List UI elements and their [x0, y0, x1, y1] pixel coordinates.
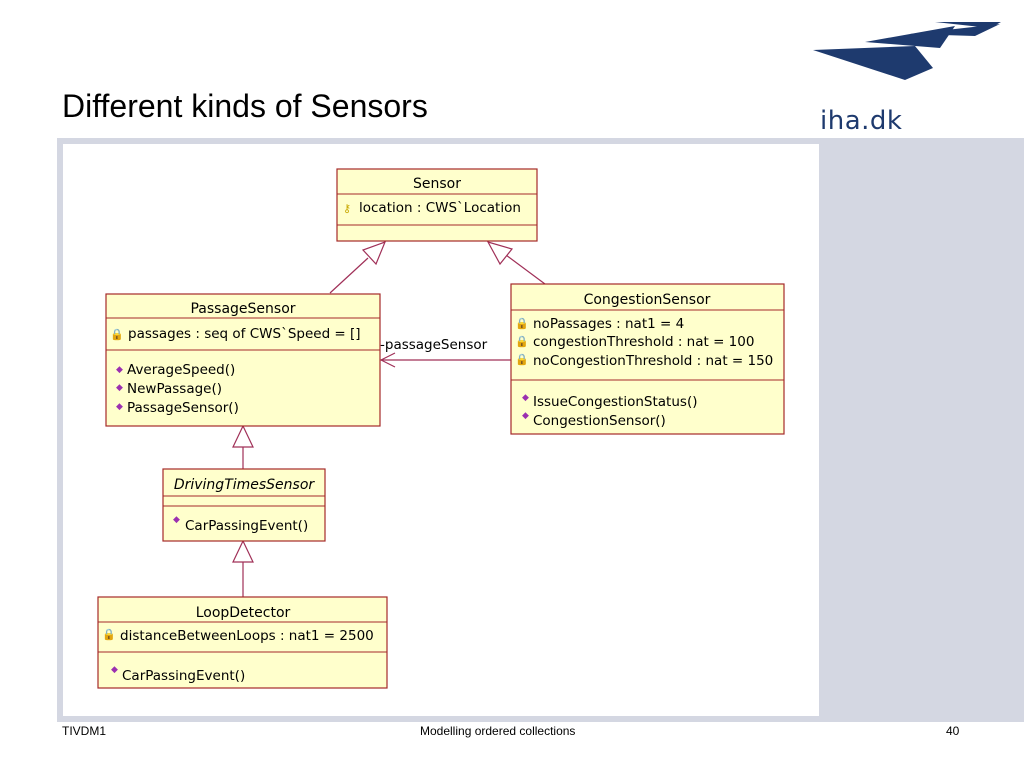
lock-icon: 🔒	[102, 628, 116, 641]
class-operation: CarPassingEvent()	[122, 668, 245, 684]
class-name: Sensor	[413, 176, 461, 192]
logo-text: iha.dk	[820, 106, 903, 136]
class-operation: NewPassage()	[127, 381, 222, 397]
lock-icon: 🔒	[110, 328, 124, 341]
key-icon: ⚷	[343, 203, 351, 215]
inheritance-arrow-passage	[361, 240, 387, 266]
class-attribute: passages : seq of CWS`Speed = []	[128, 326, 361, 342]
inheritance-arrow-driving	[232, 424, 254, 448]
class-attribute: distanceBetweenLoops : nat1 = 2500	[120, 628, 374, 644]
class-loop-detector[interactable]: LoopDetector 🔒 distanceBetweenLoops : na…	[97, 596, 388, 689]
footer-center: Modelling ordered collections	[420, 724, 576, 738]
slide-title: Different kinds of Sensors	[62, 88, 428, 124]
inheritance-edge-congestion	[505, 254, 546, 285]
class-attribute: location : CWS`Location	[359, 200, 521, 216]
class-name: LoopDetector	[196, 605, 291, 621]
class-passage-sensor[interactable]: PassageSensor 🔒 passages : seq of CWS`Sp…	[105, 293, 381, 427]
class-attribute: congestionThreshold : nat = 100	[533, 334, 754, 350]
inheritance-arrow-loop	[232, 539, 254, 563]
iha-logo	[813, 22, 1001, 80]
operation-icon: ◆	[116, 401, 123, 411]
association-arrowhead	[379, 352, 396, 368]
class-operation: PassageSensor()	[127, 400, 239, 416]
operation-icon: ◆	[522, 392, 529, 402]
operation-icon: ◆	[111, 664, 118, 674]
class-operation: IssueCongestionStatus()	[533, 394, 697, 410]
lock-icon: 🔒	[515, 353, 529, 366]
class-sensor[interactable]: Sensor ⚷ location : CWS`Location	[336, 168, 538, 242]
footer-page-number: 40	[946, 724, 960, 738]
lock-icon: 🔒	[515, 317, 529, 330]
operation-icon: ◆	[116, 364, 123, 374]
inheritance-arrow-congestion	[486, 241, 514, 266]
class-congestion-sensor[interactable]: CongestionSensor 🔒 noPassages : nat1 = 4…	[510, 283, 785, 435]
class-name: PassageSensor	[190, 301, 295, 317]
class-driving-times-sensor[interactable]: DrivingTimesSensor ◆ CarPassingEvent()	[162, 468, 326, 542]
class-operation: CarPassingEvent()	[185, 518, 308, 534]
class-operation: CongestionSensor()	[533, 413, 666, 429]
operation-icon: ◆	[173, 514, 180, 524]
class-attribute: noCongestionThreshold : nat = 150	[533, 353, 773, 369]
association-label: -passageSensor	[380, 337, 488, 353]
lock-icon: 🔒	[515, 335, 529, 348]
class-operation: AverageSpeed()	[127, 362, 235, 378]
class-name: DrivingTimesSensor	[174, 477, 316, 493]
operation-icon: ◆	[522, 410, 529, 420]
inheritance-edge-passage	[329, 257, 369, 294]
class-name: CongestionSensor	[584, 292, 711, 308]
class-attribute: noPassages : nat1 = 4	[533, 316, 684, 332]
operation-icon: ◆	[116, 382, 123, 392]
footer-left: TIVDM1	[62, 724, 107, 738]
